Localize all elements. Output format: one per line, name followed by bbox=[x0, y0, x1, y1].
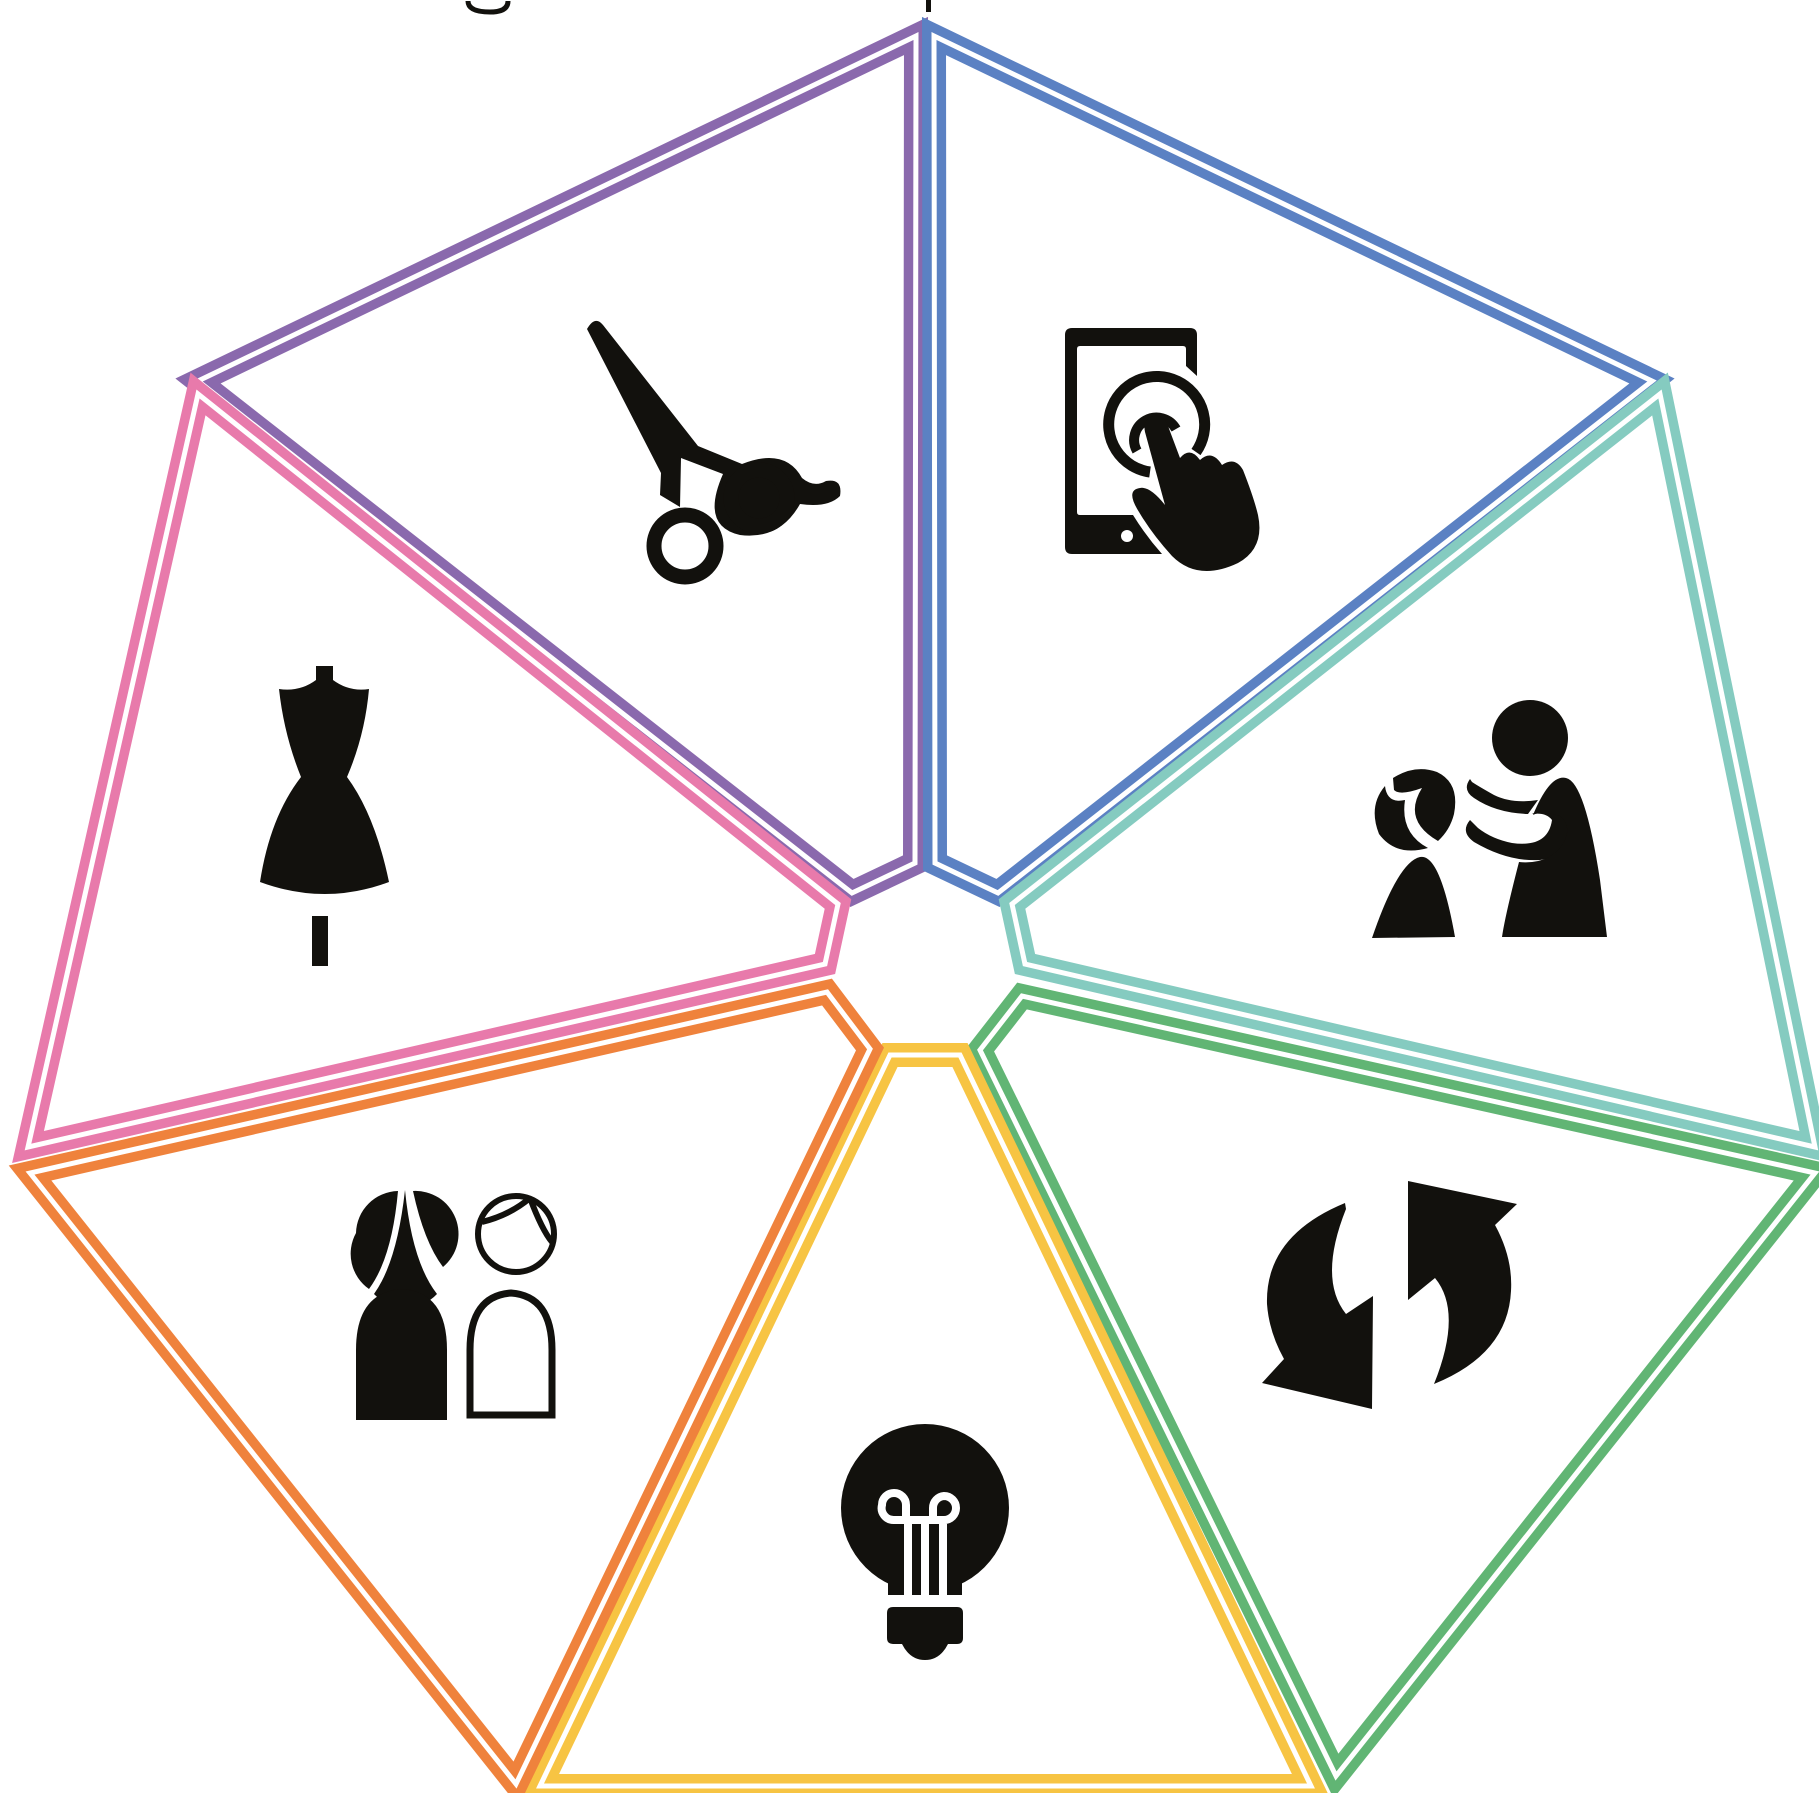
segment-recycling bbox=[965, 982, 1819, 1793]
segment-cutting-inner-line bbox=[193, 32, 919, 896]
segment-digital bbox=[921, 16, 1675, 908]
segment-innovation bbox=[523, 1043, 1328, 1793]
dress-form-icon bbox=[260, 666, 389, 966]
segment-fashion-inner-line bbox=[24, 389, 841, 1151]
segment-recycling-inner-line bbox=[977, 993, 1819, 1781]
two-people-icon bbox=[350, 1190, 557, 1420]
segment-fashion bbox=[12, 372, 852, 1163]
measuring-person-icon bbox=[1372, 700, 1607, 938]
segment-cutting bbox=[175, 16, 929, 908]
top-edge-fragment-left bbox=[465, 0, 511, 15]
top-edge-fragment-right bbox=[926, 0, 931, 12]
tablet-touch-icon bbox=[1065, 328, 1260, 572]
segment-fitting-inner-line bbox=[1009, 389, 1819, 1151]
segment-digital-inner-line bbox=[931, 32, 1657, 896]
lightbulb-icon bbox=[841, 1424, 1009, 1660]
segment-innovation-inner-line bbox=[536, 1052, 1315, 1789]
segment-people-inner-line bbox=[25, 989, 873, 1789]
refresh-arrows-icon bbox=[1262, 1181, 1517, 1409]
segment-people bbox=[8, 978, 884, 1793]
scissors-icon bbox=[587, 320, 841, 585]
